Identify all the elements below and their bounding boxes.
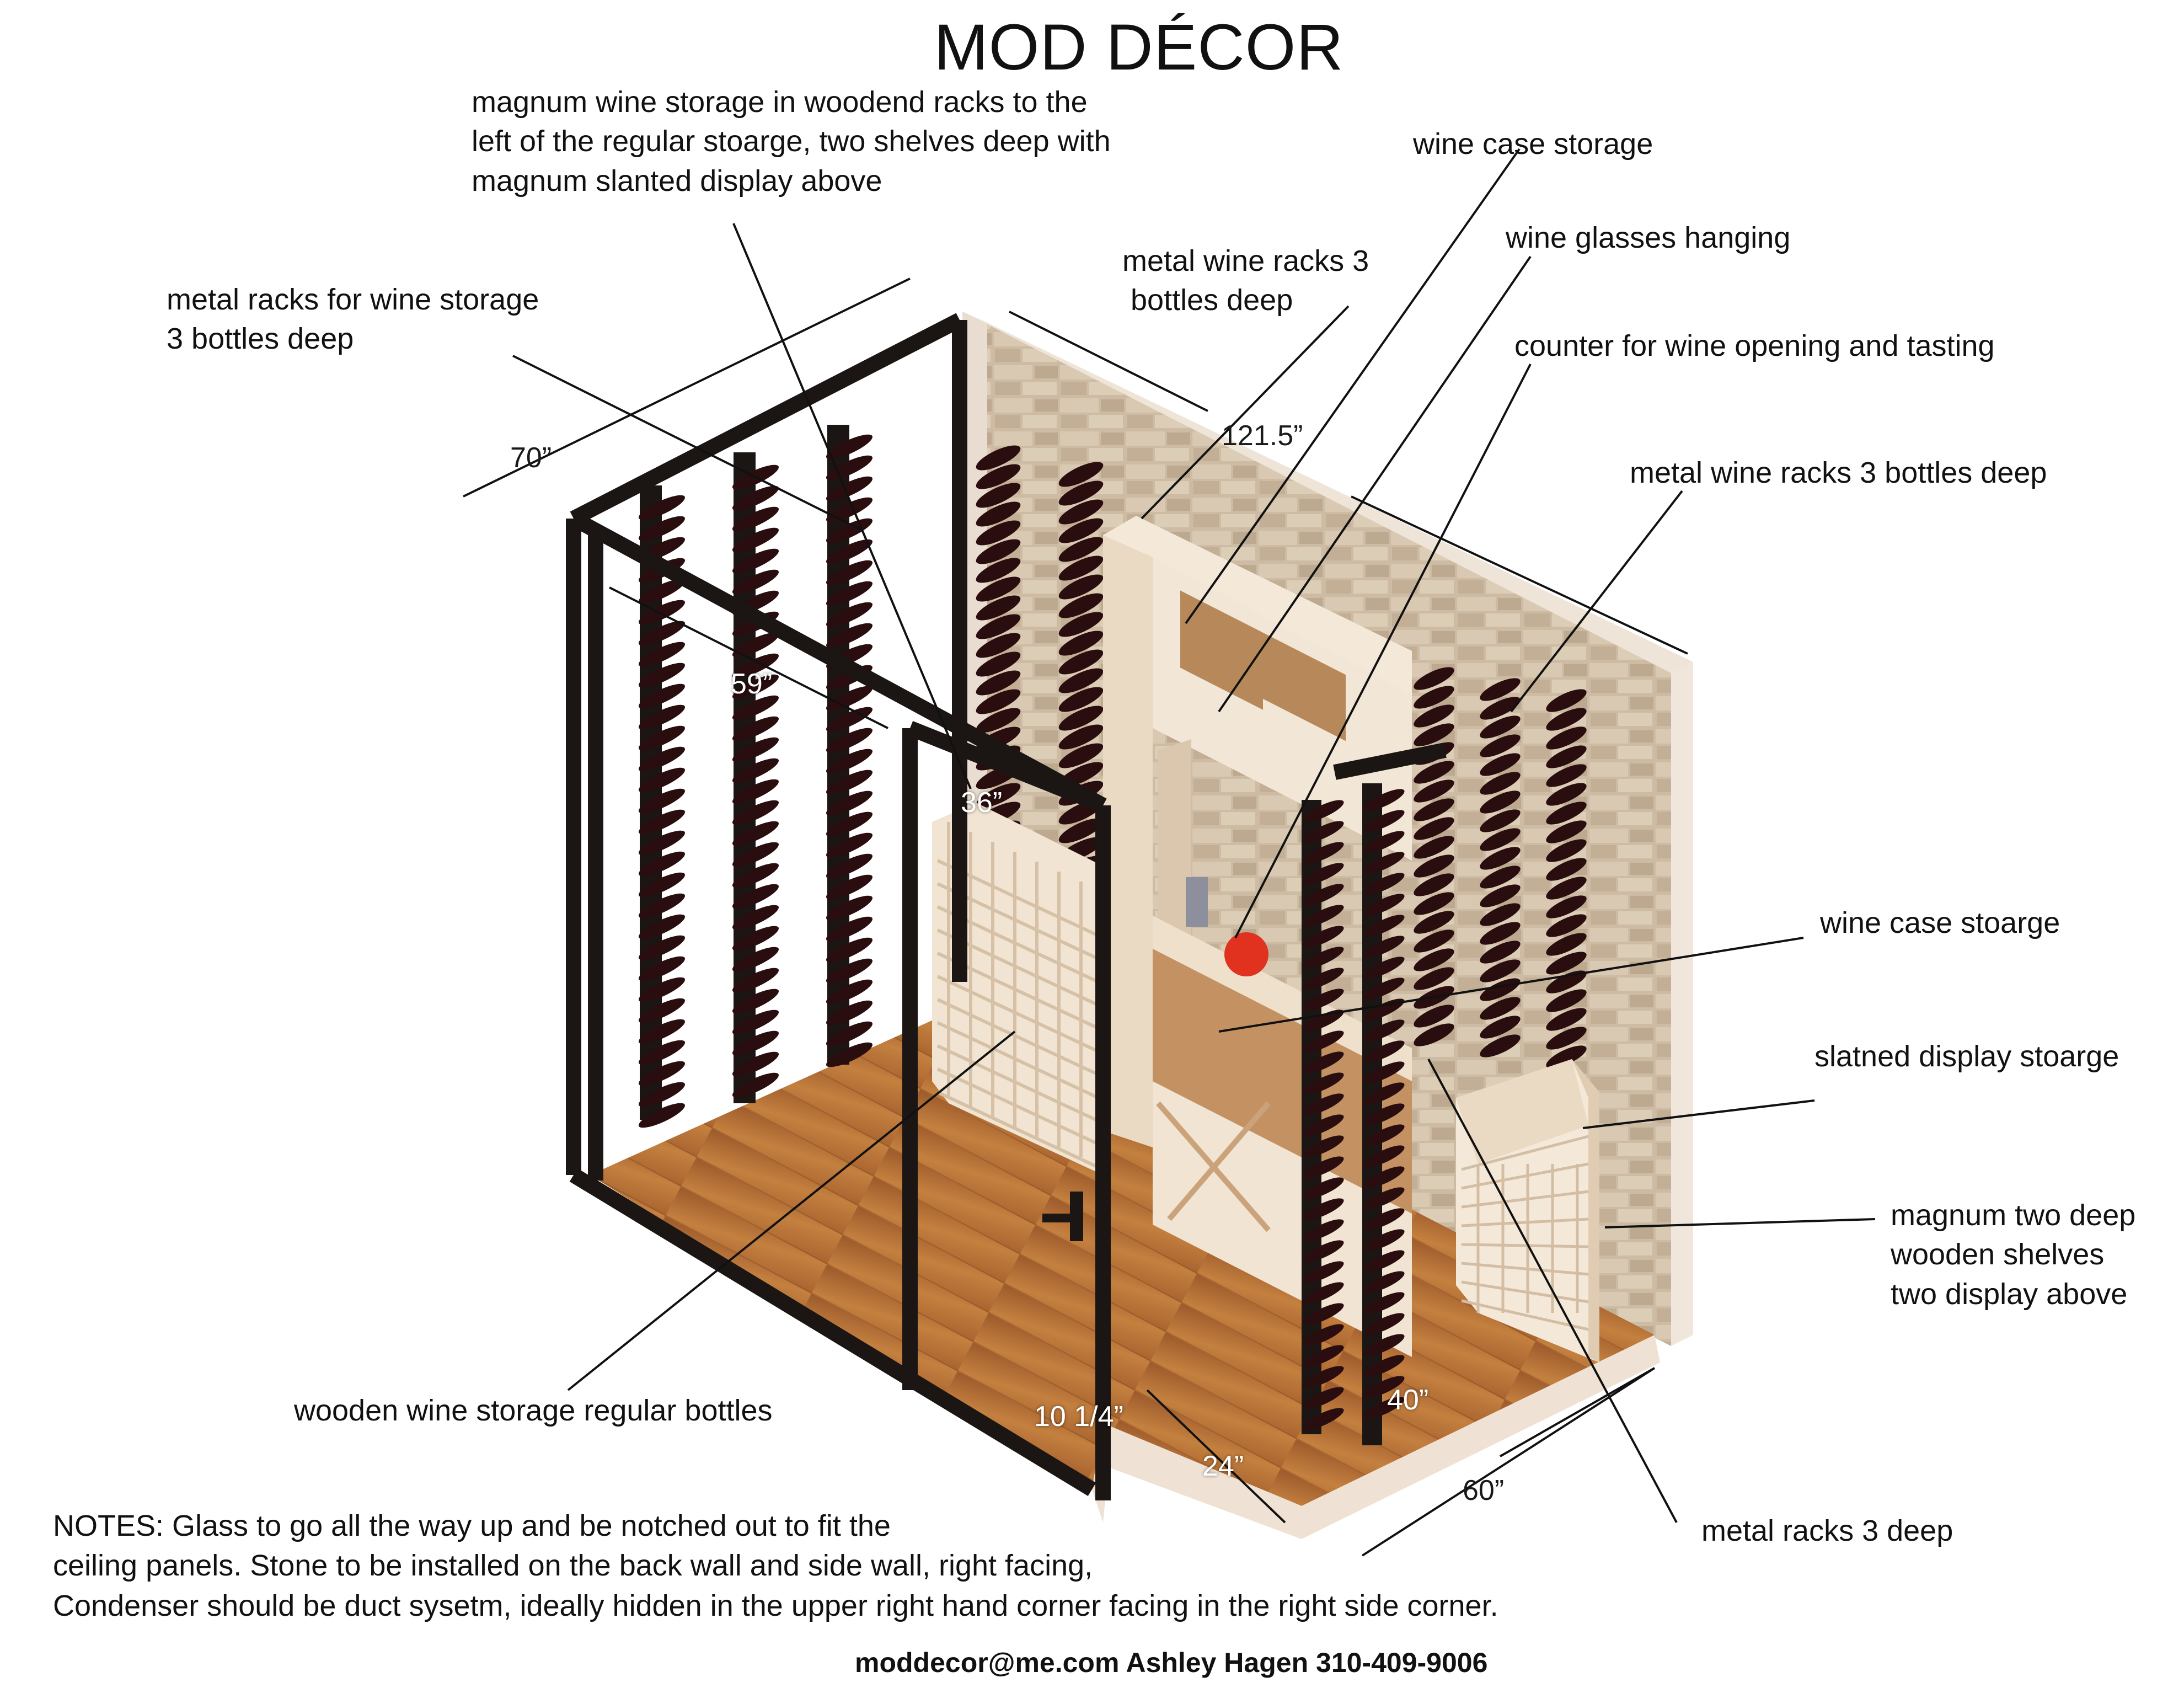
metal-column-rack (1302, 783, 1405, 1445)
dimension-lines (463, 277, 1688, 1557)
dimension-121-5: 121.5” (1222, 420, 1303, 452)
callout-wooden-regular: wooden wine storage regular bottles (294, 1394, 773, 1427)
dimension-24: 24” (1202, 1450, 1244, 1482)
callout-counter: counter for wine opening and tasting (1514, 329, 1995, 362)
callout-metal-racks-back: metal wine racks 3 bottles deep (1122, 244, 1369, 317)
notes: NOTES: Glass to go all the way up and be… (53, 1509, 1498, 1622)
floor-base (1092, 1335, 1660, 1539)
leader-lines (512, 148, 1876, 1523)
callout-magnum-two-deep: magnum two deep wooden shelves two displ… (1891, 1199, 2136, 1311)
metal-wall-rack-left (639, 425, 872, 1128)
callout-magnum-wood: magnum wine storage in woodend racks to … (472, 86, 1111, 197)
contact-info: moddecor@me.com Ashley Hagen 310-409-900… (855, 1647, 1488, 1678)
callout-wine-case-lower: wine case stoarge (1820, 906, 2060, 939)
dimension-60: 60” (1463, 1475, 1505, 1507)
dimension-40: 40” (1387, 1384, 1429, 1416)
callout-wine-glasses: wine glasses hanging (1506, 221, 1791, 254)
metal-wall-rack-right (1414, 667, 1587, 1069)
title: MOD DÉCOR (934, 11, 1344, 84)
glass-enclosure-frame (566, 313, 1447, 1500)
dimension-59: 59” (731, 668, 773, 700)
callout-slanted-display: slatned display stoarge (1814, 1040, 2119, 1073)
door-handle (1042, 1192, 1083, 1241)
dimension-36: 36” (961, 787, 1003, 819)
callout-wine-case-storage: wine case storage (1413, 127, 1653, 161)
callout-metal-3-deep: metal racks 3 deep (1701, 1514, 1953, 1547)
callout-metal-racks-right: metal wine racks 3 bottles deep (1630, 456, 2047, 489)
wood-floor (590, 993, 1655, 1506)
dimension-70: 70” (510, 442, 552, 474)
dimension-10-1-4: 10 1/4” (1034, 1401, 1123, 1433)
callout-metal-racks-left: metal racks for wine storage 3 bottles d… (167, 283, 539, 356)
wooden-display-cabinet (1456, 1059, 1599, 1363)
wooden-hutch (1103, 516, 1412, 1357)
